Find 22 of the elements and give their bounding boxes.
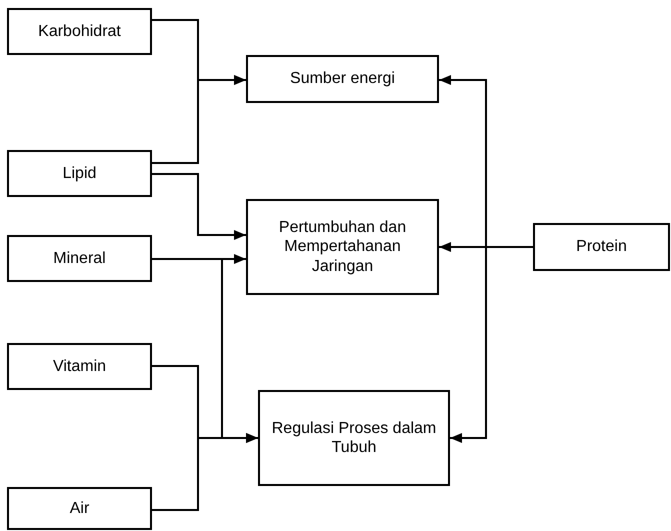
node-label: Vitamin	[52, 356, 106, 376]
node-label: Sumber energi	[290, 69, 395, 89]
node-label: Mineral	[53, 248, 106, 268]
process-box	[7, 343, 152, 390]
node-label: Air	[70, 498, 90, 518]
node-label: Lipid	[62, 164, 96, 184]
process-box	[7, 487, 152, 530]
arrow	[450, 246, 533, 443]
process-box	[7, 150, 152, 197]
node-label: Karbohidrat	[38, 22, 121, 42]
node-label: Protein	[576, 237, 627, 257]
process-box	[7, 235, 152, 282]
node-label: Regulasi Proses dalam Tubuh	[270, 418, 438, 458]
arrow	[152, 75, 246, 164]
node-label: Pertumbuhan dan Mempertahanan Jaringan	[278, 218, 408, 276]
process-box	[246, 199, 439, 295]
arrow	[152, 433, 258, 511]
process-box	[7, 8, 152, 55]
process-box	[258, 390, 450, 486]
arrow	[152, 173, 246, 240]
process-box	[533, 223, 670, 271]
process-box	[246, 55, 439, 103]
